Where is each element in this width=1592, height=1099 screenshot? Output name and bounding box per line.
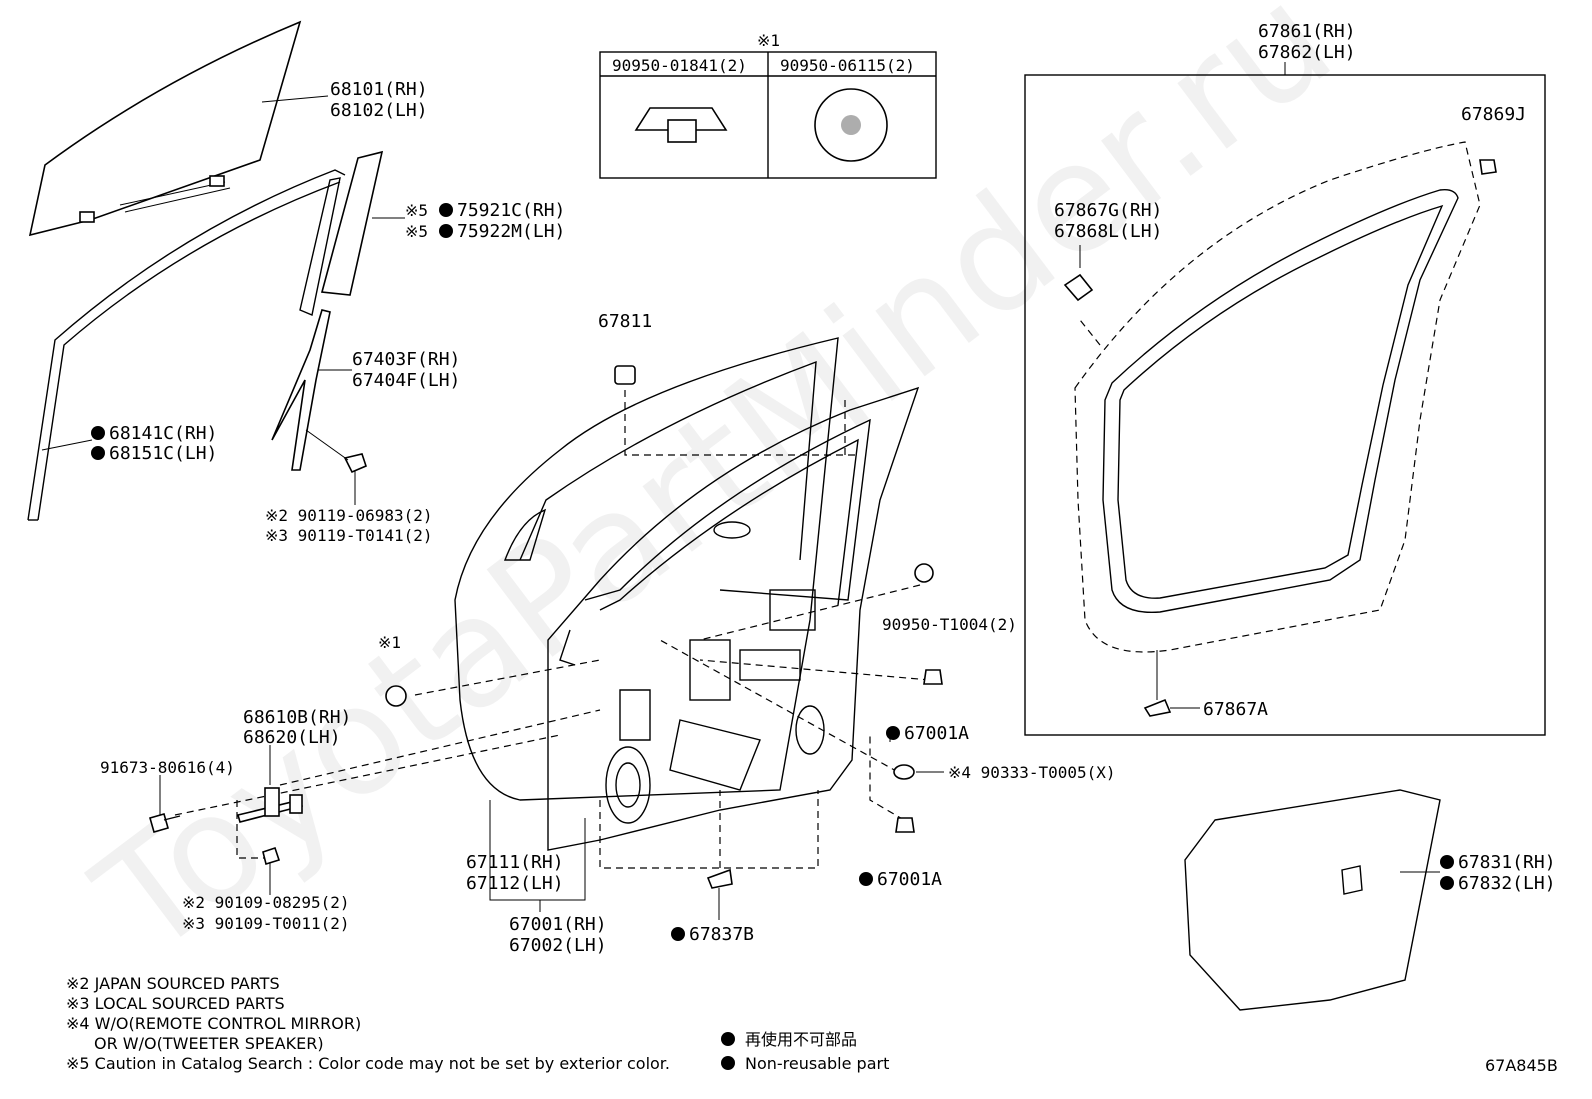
- label-ws-clip-rh: 67867G(RH): [1054, 200, 1162, 221]
- note-5: ※5 Caution in Catalog Search : Color cod…: [66, 1054, 670, 1073]
- hole-cover-icon: [893, 764, 915, 780]
- label-panel-rh: 67111(RH): [466, 852, 564, 873]
- clip-t1004-icon: [914, 563, 934, 583]
- door-frame-channel-part: [271, 309, 367, 474]
- label-67811: 67811: [598, 311, 652, 332]
- label-bolt2: 91673-80616(4): [100, 758, 235, 777]
- legend-ja: 再使用不可部品: [745, 1030, 857, 1049]
- label-garn-mark-lh: ※5: [405, 222, 428, 241]
- non-reusable-dot-icon: [886, 726, 900, 740]
- table-col1: 90950-01841(2): [612, 56, 747, 75]
- label-door-rh: 67001(RH): [509, 914, 607, 935]
- non-reusable-dot-icon: [439, 224, 453, 238]
- label-glass-rh: 68101(RH): [330, 79, 428, 100]
- label-garn-rh: 75921C(RH): [457, 200, 565, 221]
- diagram-code: 67A845B: [1485, 1056, 1558, 1075]
- label-seal-lh: 67832(LH): [1458, 873, 1556, 894]
- footnotes: ※2 JAPAN SOURCED PARTS ※3 LOCAL SOURCED …: [66, 974, 670, 1073]
- label-bolt3-a: ※2 90109-08295(2): [182, 893, 350, 912]
- legend: 再使用不可部品 Non-reusable part: [721, 1030, 889, 1073]
- label-hole-cover: ※4 90333-T0005(X): [948, 763, 1116, 782]
- label-chan-lh: 67404F(LH): [352, 370, 460, 391]
- non-reusable-dot-icon: [1440, 855, 1454, 869]
- label-ws-lh: 67862(LH): [1258, 42, 1356, 63]
- door-assembly-part: [454, 337, 920, 851]
- label-run-rh: 68141C(RH): [109, 423, 217, 444]
- label-mark1: ※1: [378, 633, 401, 652]
- weatherstrip-box: [1024, 62, 1546, 736]
- legend-en: Non-reusable part: [745, 1054, 889, 1073]
- glass-run-channel-part: [27, 169, 346, 521]
- bolt-90109-icon: [262, 846, 281, 866]
- label-bolt3-b: ※3 90109-T0011(2): [182, 914, 350, 933]
- label-check-rh: 68610B(RH): [243, 707, 351, 728]
- non-reusable-dot-icon: [91, 446, 105, 460]
- legend-dot-icon: [721, 1056, 735, 1070]
- door-fasteners: [149, 365, 943, 920]
- label-garn-lh: 75922M(LH): [457, 221, 565, 242]
- bolt-91673-icon: [149, 813, 169, 833]
- non-reusable-dot-icon: [859, 872, 873, 886]
- label-clip-t1004: 90950-T1004(2): [882, 615, 1017, 634]
- service-hole-cover-part: [1184, 789, 1441, 1011]
- clip-table: ※1 90950-01841(2) 90950-06115(2): [599, 31, 937, 179]
- label-67867a: 67867A: [1203, 699, 1268, 720]
- leader-lines-door: [174, 390, 931, 880]
- non-reusable-dot-icon: [439, 203, 453, 217]
- label-67869: 67869J: [1461, 104, 1526, 125]
- plug-67001a-icon: [923, 669, 943, 685]
- label-plug-b: 67001A: [877, 869, 942, 890]
- window-glass-part: [28, 20, 329, 237]
- label-panel-lh: 67112(LH): [466, 873, 564, 894]
- pad-67811-icon: [614, 365, 636, 385]
- non-reusable-dot-icon: [1440, 876, 1454, 890]
- label-glass-lh: 68102(LH): [330, 100, 428, 121]
- label-clip-67837: 67837B: [689, 924, 754, 945]
- label-bolt1-b: ※3 90119-T0141(2): [265, 526, 433, 545]
- garnish-part: [320, 150, 405, 296]
- note-2: ※2 JAPAN SOURCED PARTS: [66, 974, 280, 993]
- part-labels: 68101(RH) 68102(LH) ※5 75921C(RH) ※5 759…: [91, 21, 1556, 956]
- label-door-lh: 67002(LH): [509, 935, 607, 956]
- clip-67869j-icon: [1479, 159, 1497, 175]
- label-ws-rh: 67861(RH): [1258, 21, 1356, 42]
- plug-67001a-lower-icon: [895, 817, 915, 833]
- plug-icon: [385, 685, 407, 707]
- table-col2: 90950-06115(2): [780, 56, 915, 75]
- label-bolt1-a: ※2 90119-06983(2): [265, 506, 433, 525]
- clip-67867a-icon: [1143, 698, 1172, 717]
- table-mark: ※1: [757, 31, 780, 50]
- label-plug-a: 67001A: [904, 723, 969, 744]
- non-reusable-dot-icon: [671, 927, 685, 941]
- label-chan-rh: 67403F(RH): [352, 349, 460, 370]
- label-seal-rh: 67831(RH): [1458, 852, 1556, 873]
- label-check-lh: 68620(LH): [243, 727, 341, 748]
- clip-67867g-icon: [1063, 273, 1094, 302]
- note-3: ※3 LOCAL SOURCED PARTS: [66, 994, 285, 1013]
- legend-dot-icon: [721, 1032, 735, 1046]
- clip-67837b-icon: [706, 868, 733, 889]
- non-reusable-dot-icon: [91, 426, 105, 440]
- note-4: ※4 W/O(REMOTE CONTROL MIRROR): [66, 1014, 361, 1033]
- label-ws-clip-lh: 67868L(LH): [1054, 221, 1162, 242]
- note-4b: OR W/O(TWEETER SPEAKER): [94, 1034, 324, 1053]
- label-garn-mark-rh: ※5: [405, 201, 428, 220]
- label-run-lh: 68151C(LH): [109, 443, 217, 464]
